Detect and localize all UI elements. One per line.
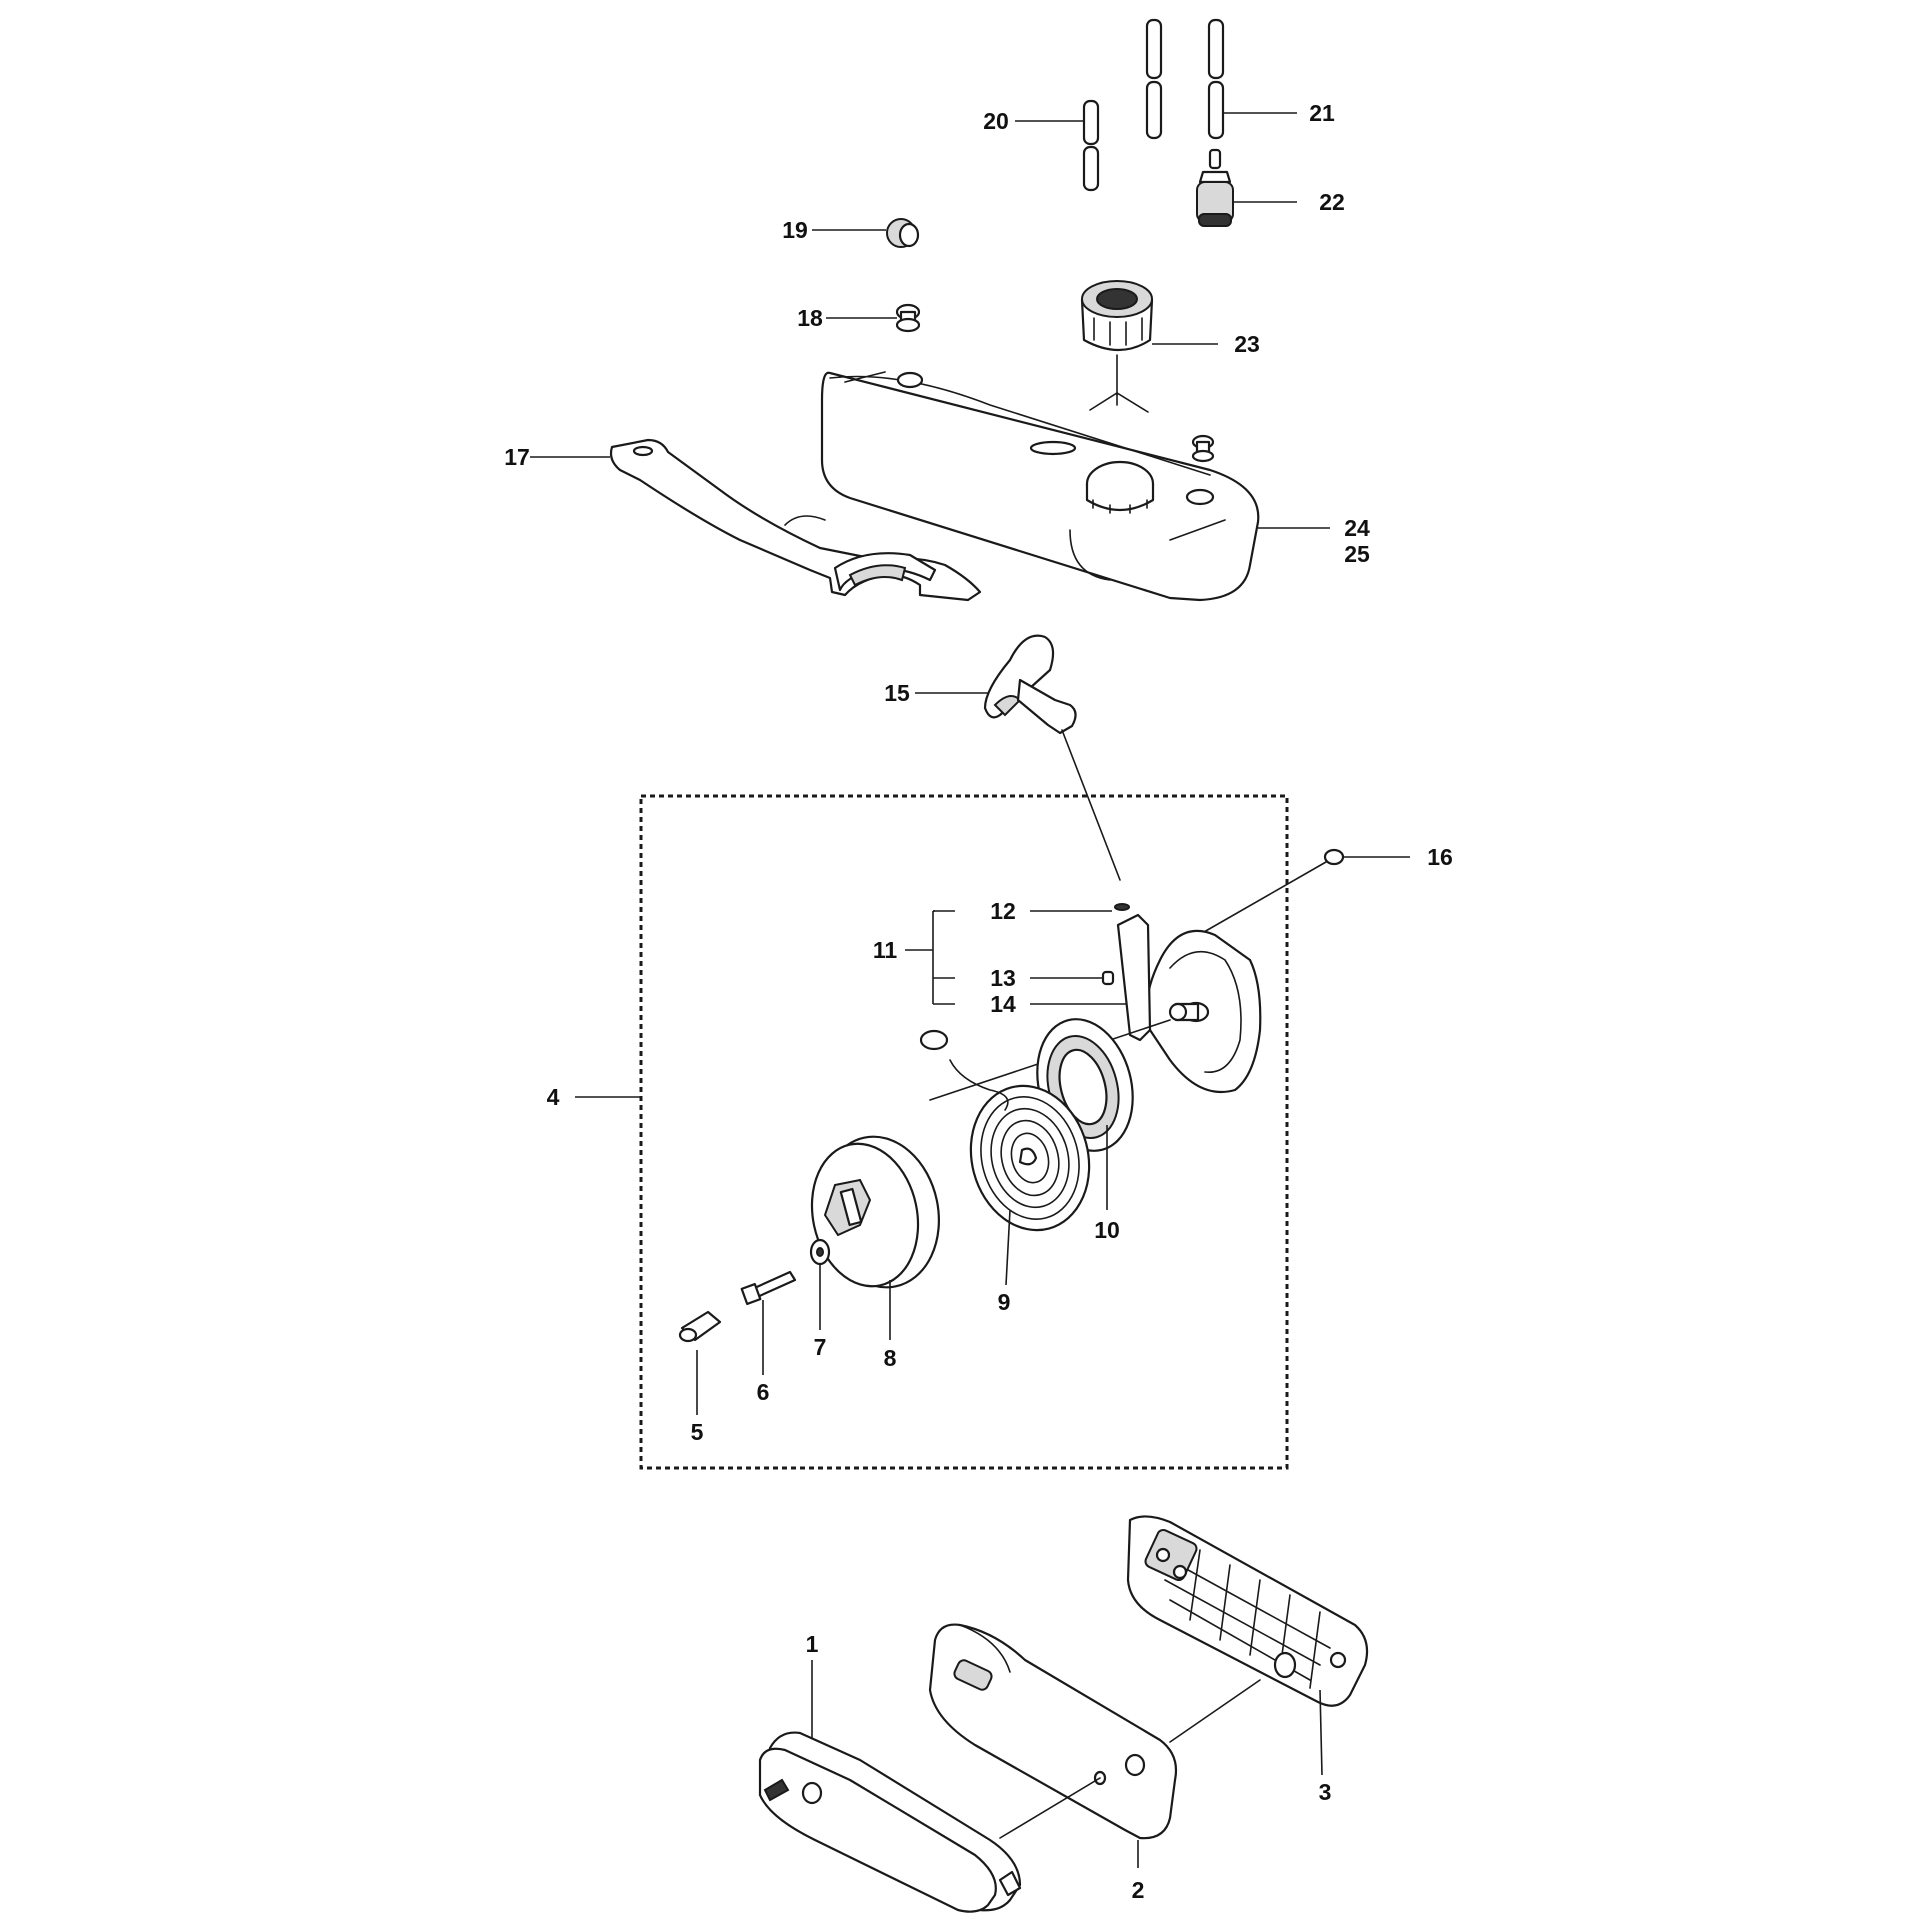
callout-3: 3	[1319, 1779, 1332, 1805]
part-11-guide-kit-leaders	[905, 910, 1140, 1005]
callout-21: 21	[1309, 100, 1335, 126]
callout-1: 1	[806, 1631, 819, 1657]
part-16-screw	[1189, 848, 1410, 941]
part-9-recoil-spring	[919, 1029, 1091, 1286]
callout-2: 2	[1132, 1877, 1145, 1903]
callout-20: 20	[983, 108, 1009, 134]
callout-12: 12	[990, 898, 1016, 924]
starter-housing	[929, 913, 1262, 1101]
callout-15: 15	[884, 680, 910, 706]
part-2-foam-filter	[928, 1623, 1261, 1868]
part-18-bushing	[826, 303, 921, 333]
part-19-grommet	[812, 218, 920, 248]
callout-10: 10	[1094, 1217, 1120, 1243]
callout-6: 6	[757, 1379, 770, 1405]
callout-14: 14	[990, 991, 1016, 1017]
part-8-rope-pulley	[810, 1135, 940, 1340]
part-23-fuel-cap	[1080, 280, 1218, 413]
part-7-washer	[809, 1238, 831, 1330]
callout-19: 19	[782, 217, 808, 243]
part-6-bolt	[740, 1270, 797, 1375]
callout-25: 25	[1344, 541, 1370, 567]
callout-16: 16	[1427, 844, 1453, 870]
part-5-sleeve	[678, 1310, 722, 1415]
part-12-ring	[1114, 903, 1130, 911]
part-15-starter-handle	[915, 634, 1121, 881]
callout-9: 9	[998, 1289, 1011, 1315]
callout-4: 4	[547, 1084, 560, 1110]
callout-22: 22	[1319, 189, 1345, 215]
part-4-starter-assembly-group	[575, 794, 1289, 1470]
callout-13: 13	[990, 965, 1016, 991]
callout-labels: 1 2 3 4 5 6 7 8 9 10 11 12 13 14 15 16 1…	[504, 100, 1453, 1903]
part-24-fuel-tank	[820, 371, 1330, 602]
part-1-filter-cover	[758, 1660, 1101, 1913]
callout-11: 11	[873, 937, 898, 963]
part-22-fuel-filter	[1196, 148, 1297, 227]
callout-7: 7	[814, 1334, 827, 1360]
callout-18: 18	[797, 305, 823, 331]
callout-24: 24	[1344, 515, 1370, 541]
callout-8: 8	[884, 1345, 897, 1371]
part-13-rope-guide	[1101, 970, 1115, 986]
part-21-fuel-hoses	[1145, 18, 1297, 140]
callout-5: 5	[691, 1419, 704, 1445]
callout-17: 17	[504, 444, 530, 470]
part-17-handle-bracket	[530, 438, 982, 602]
part-3-filter-grid	[1126, 1515, 1369, 1776]
part-20-pins	[1015, 99, 1100, 192]
callout-23: 23	[1234, 331, 1260, 357]
